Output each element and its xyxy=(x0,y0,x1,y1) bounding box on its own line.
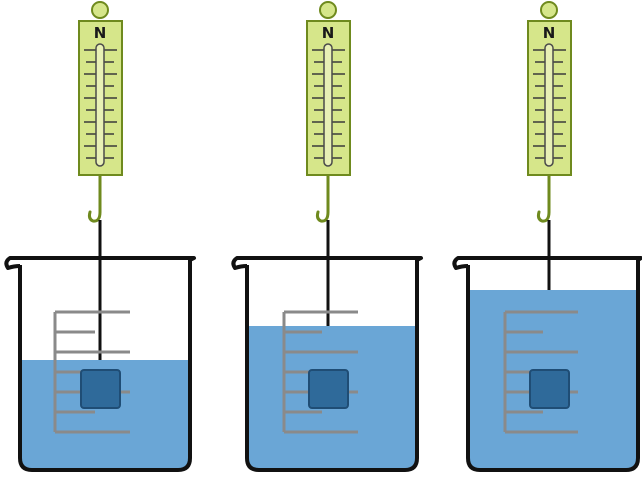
spring-scale: N xyxy=(527,1,572,223)
beaker xyxy=(231,256,423,472)
block xyxy=(80,369,121,409)
meter-scale xyxy=(533,49,566,159)
setup-1: N xyxy=(4,1,196,472)
meter-slot xyxy=(95,43,105,167)
hook-icon xyxy=(536,190,551,223)
meter-slot xyxy=(544,43,554,167)
meter-scale xyxy=(312,49,345,159)
block xyxy=(308,369,349,409)
ring-icon xyxy=(540,1,558,19)
hook-icon xyxy=(87,190,102,223)
meter-unit-label: N xyxy=(94,24,107,42)
beaker xyxy=(452,256,642,472)
spring-scale: N xyxy=(306,1,351,223)
meter-unit-label: N xyxy=(543,24,556,42)
setup-2: N xyxy=(231,1,423,472)
beaker xyxy=(4,256,196,472)
hook-icon xyxy=(315,190,330,223)
ring-icon xyxy=(91,1,109,19)
ring-icon xyxy=(319,1,337,19)
block xyxy=(529,369,570,409)
meter-slot xyxy=(323,43,333,167)
setup-3: N xyxy=(452,1,642,472)
meter-unit-label: N xyxy=(322,24,335,42)
spring-scale: N xyxy=(78,1,123,223)
meter-scale xyxy=(84,49,117,159)
